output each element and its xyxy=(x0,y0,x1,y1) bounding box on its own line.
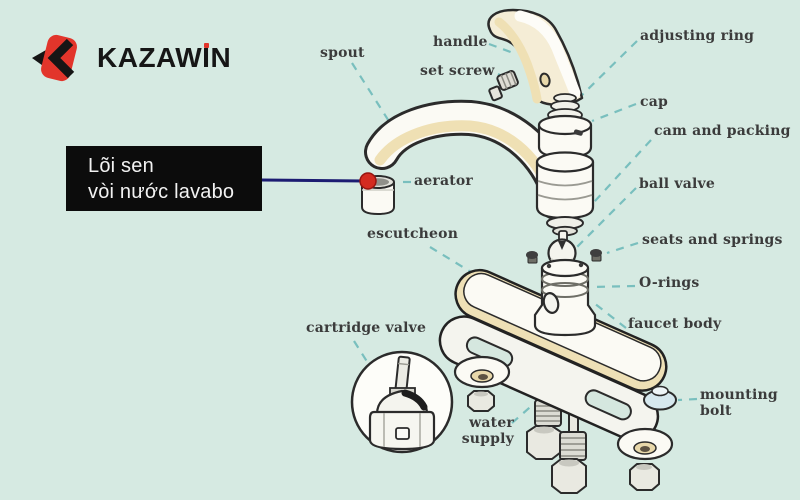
label-spout: spout xyxy=(320,45,365,61)
brand-suffix: N xyxy=(210,42,232,73)
seats-and-springs-graphic xyxy=(526,249,602,264)
label-o-rings: O-rings xyxy=(639,275,700,291)
label-cam-and-packing: cam and packing xyxy=(654,123,791,139)
label-ball-valve: ball valve xyxy=(639,176,715,192)
label-faucet-body: faucet body xyxy=(628,316,722,332)
cap-graphic xyxy=(537,114,593,159)
washer-nut-right-graphic xyxy=(616,427,674,491)
leader-lines xyxy=(351,40,698,424)
label-cartridge-valve: cartridge valve xyxy=(306,320,427,336)
leader-spout xyxy=(351,62,393,127)
leader-seats-and-springs xyxy=(606,241,639,255)
leader-cartridge-valve xyxy=(353,340,374,372)
label-handle: handle xyxy=(433,34,488,50)
leader-faucet-body xyxy=(593,302,627,329)
brand-letter-i: I xyxy=(202,42,211,73)
aerator-marker-dot xyxy=(359,172,377,190)
cartridge-valve-graphic xyxy=(350,350,454,454)
leader-adjusting-ring xyxy=(579,40,638,98)
label-set-screw: set screw xyxy=(420,63,495,79)
mounting-bolt-graphic xyxy=(643,385,677,411)
leader-mounting-bolt xyxy=(677,397,698,402)
label-seats-and-springs: seats and springs xyxy=(642,232,783,248)
callout-line1: Lõi sen xyxy=(88,155,154,177)
faucet-body-graphic xyxy=(533,258,597,337)
washer-nut-left-graphic xyxy=(453,355,511,412)
callout-connector-line xyxy=(261,178,365,183)
leader-cap xyxy=(591,102,637,123)
label-escutcheon: escutcheon xyxy=(367,226,459,242)
leader-o-rings xyxy=(591,284,636,289)
label-water-supply: water supply xyxy=(461,415,514,447)
brand-prefix: KAZAW xyxy=(97,42,203,73)
handle-graphic xyxy=(487,8,584,107)
label-mounting-bolt: mounting bolt xyxy=(700,387,778,419)
label-adjusting-ring: adjusting ring xyxy=(640,28,755,44)
leader-escutcheon xyxy=(429,246,490,284)
set-screw-graphic xyxy=(488,70,519,102)
callout-box: Lõi sen vòi nước lavabo xyxy=(66,146,262,211)
leader-cam-and-packing xyxy=(583,139,652,214)
leader-water-supply xyxy=(511,401,537,424)
kazawin-logo-icon xyxy=(32,34,77,82)
spout-hub-graphic xyxy=(535,151,595,220)
label-aerator: aerator xyxy=(414,173,474,189)
leader-handle xyxy=(488,42,517,56)
label-cap: cap xyxy=(640,94,668,110)
callout-line2: vòi nước lavabo xyxy=(88,181,235,203)
adjusting-ring-graphic xyxy=(547,93,583,122)
